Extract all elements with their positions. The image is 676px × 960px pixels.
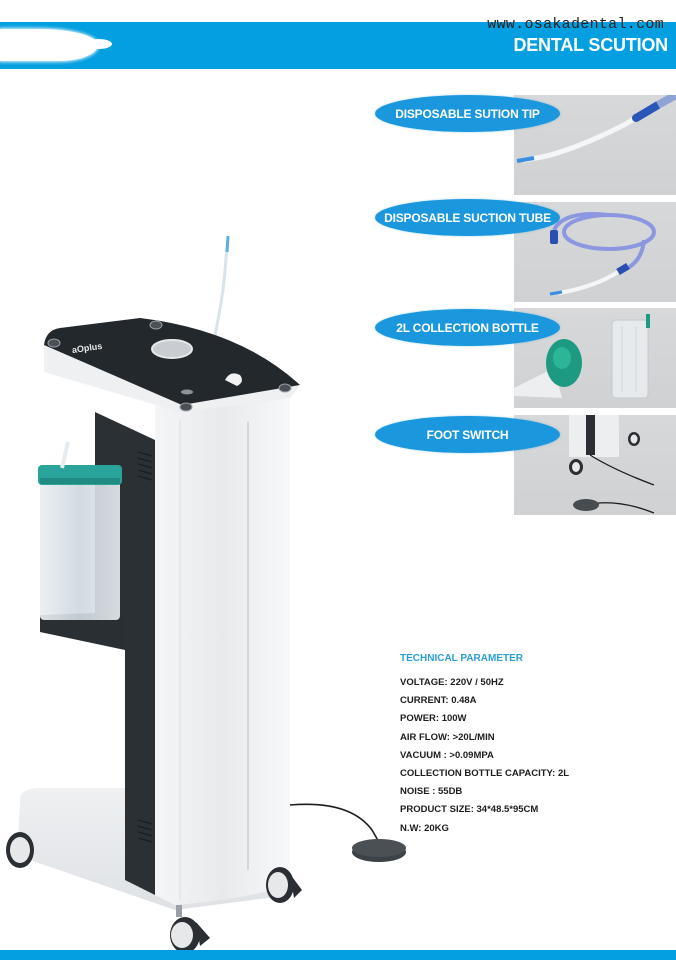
svg-text:aOplus: aOplus bbox=[71, 341, 103, 355]
spec-list: VOLTAGE: 220V / 50HZ CURRENT: 0.48A POWE… bbox=[400, 677, 569, 841]
product-image: aOplus bbox=[0, 220, 420, 953]
header-banner: www.osakadental.com DENTAL SCUTION bbox=[0, 16, 676, 69]
spec-power: POWER: 100W bbox=[400, 713, 467, 725]
spec-net-weight: N.W: 20KG bbox=[400, 822, 449, 834]
spec-current: CURRENT: 0.48A bbox=[400, 695, 477, 707]
accessory-label-suction-tube: DISPOSABLE SUCTION TUBE bbox=[375, 199, 560, 236]
spec-voltage: VOLTAGE: 220V / 50HZ bbox=[400, 677, 504, 688]
spec-air-flow: AIR FLOW: >20L/MIN bbox=[400, 731, 495, 743]
spec-title: TECHNICAL PARAMETER bbox=[400, 653, 523, 664]
accessory-image-suction-tip bbox=[514, 95, 676, 195]
accessory-image-collection-bottle bbox=[514, 308, 676, 408]
suction-wand bbox=[198, 237, 230, 401]
accessory-label-foot-switch: FOOT SWITCH bbox=[375, 416, 560, 453]
logo-blob bbox=[0, 29, 112, 61]
spec-product-size: PRODUCT SIZE: 34*48.5*95CM bbox=[400, 804, 539, 816]
accessory-label-suction-tip: DISPOSABLE SUTION TIP bbox=[375, 95, 560, 132]
site-url[interactable]: www.osakadental.com bbox=[487, 16, 664, 33]
spec-bottle-capacity: COLLECTION BOTTLE CAPACITY: 2L bbox=[400, 767, 570, 779]
spec-vacuum: VACUUM : >0.09MPA bbox=[400, 749, 494, 761]
caster bbox=[6, 832, 34, 868]
page-title: DENTAL SCUTION bbox=[513, 35, 668, 55]
accessory-label-collection-bottle: 2L COLLECTION BOTTLE bbox=[375, 309, 560, 346]
spec-noise: NOISE : 55DB bbox=[400, 786, 463, 798]
footer-banner bbox=[0, 950, 676, 960]
